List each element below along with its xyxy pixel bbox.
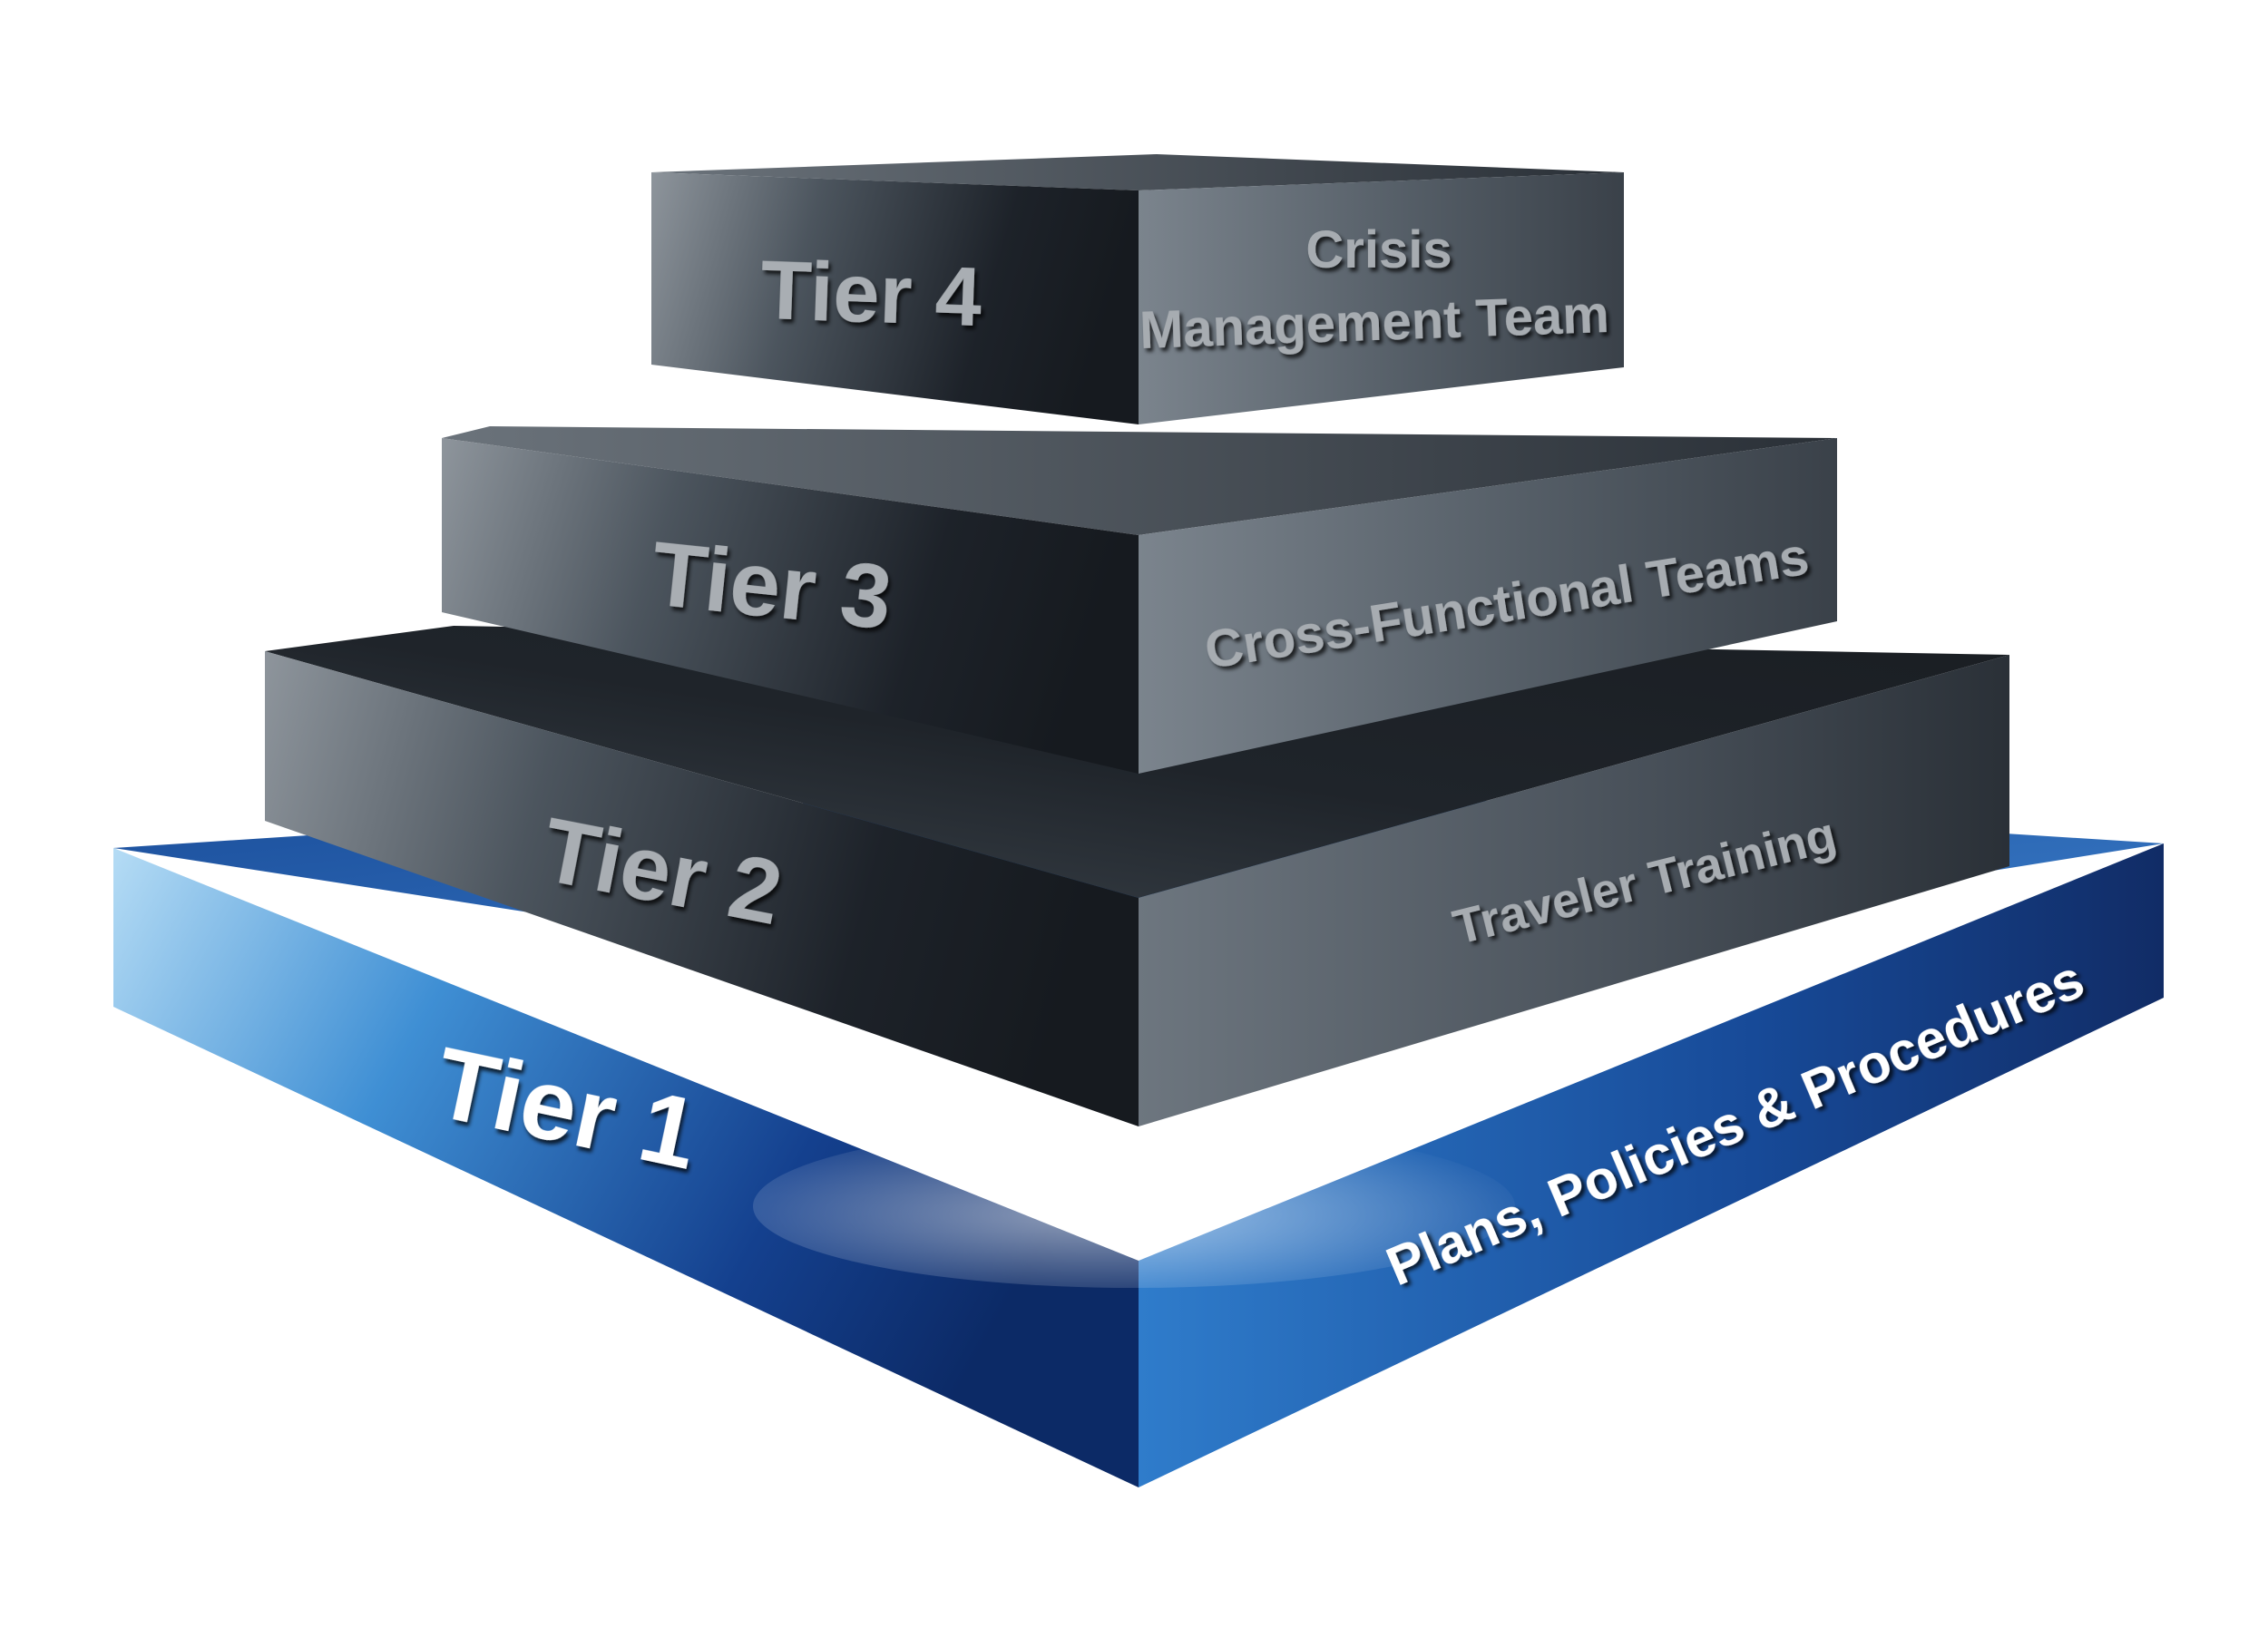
tier-4-side-face [1139,172,1624,424]
tier-3-front-face [442,438,1139,774]
tier-2-front-face [265,651,1139,1126]
tier-2-side-face [1139,655,2009,1126]
tier-4-top-face [651,154,1624,190]
tier-1-front-face [113,848,1139,1487]
tier-4-description-line-1: Crisis [1305,220,1452,279]
tier-3-name: Tier 3 [647,522,896,648]
tier-4-slab [651,154,1624,424]
tier-1-side-face [1139,843,2164,1487]
tier-3-side-face [1139,438,1837,774]
tier-3-top-face [442,426,1837,535]
tier-4-front-face [651,172,1139,424]
tier-1-highlight [753,1125,1515,1288]
tier-3-slab [442,426,1837,774]
tier-4-name: Tier 4 [759,244,983,344]
